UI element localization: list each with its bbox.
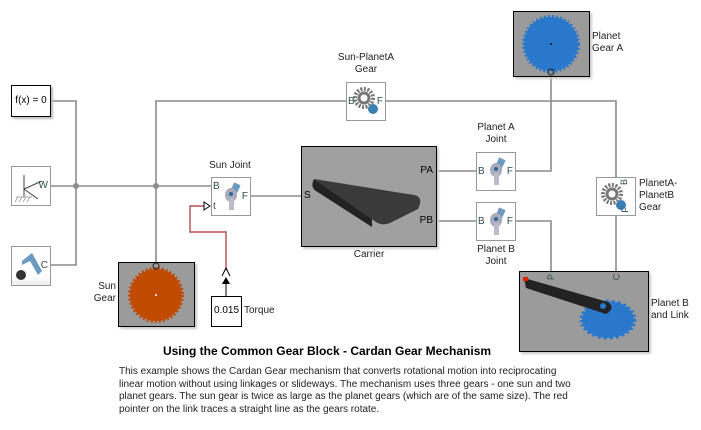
torque-constant-block[interactable]: 0.015: [211, 296, 242, 327]
label-line: Gear: [93, 293, 116, 304]
planet-b-link-block[interactable]: P C: [519, 271, 649, 352]
annotation-title: Using the Common Gear Block - Cardan Gea…: [162, 344, 492, 358]
label-line: Planet B: [651, 298, 689, 309]
constraint-block[interactable]: f(x) = 0: [11, 85, 51, 117]
port-t: t: [213, 201, 216, 212]
port-b: B: [478, 166, 485, 177]
port-b: B: [348, 96, 355, 107]
world-frame-block[interactable]: W: [11, 166, 51, 206]
revolute-joint-icon: [490, 207, 506, 235]
planet-planet-gear-block[interactable]: B F: [596, 177, 636, 216]
sun-joint-label: Sun Joint: [209, 160, 251, 171]
port-f: F: [241, 191, 248, 202]
port-b: B: [478, 216, 485, 227]
sun-joint-block[interactable]: B F t: [211, 177, 251, 216]
label-line: and Link: [651, 310, 689, 321]
port-c: C: [40, 260, 48, 271]
label-line: PlanetA-: [639, 178, 678, 189]
gears-icon: [601, 183, 626, 210]
wire-planetgear-a[interactable]: [515, 76, 552, 172]
torque-label: Torque: [244, 305, 275, 316]
sun-gear-block[interactable]: [118, 262, 195, 327]
torque-signal-line[interactable]: [189, 205, 227, 270]
world-frame-icon: [14, 175, 43, 203]
port-f: F: [619, 207, 630, 213]
label-line: Sun: [98, 281, 116, 292]
label-line: Planet A: [477, 122, 515, 133]
port-pa: PA: [420, 165, 433, 176]
planet-gear-a-image: [522, 15, 580, 76]
revolute-joint-icon: [225, 182, 241, 210]
signal-arrow-icon: [203, 201, 211, 211]
torque-value: 0.015: [213, 305, 240, 316]
planet-gear-a-block[interactable]: [513, 11, 590, 77]
port-w: W: [38, 180, 48, 191]
port-b: B: [618, 178, 629, 186]
label-line: Joint: [485, 134, 507, 145]
port-c: C: [611, 273, 622, 281]
carrier-label: Carrier: [353, 249, 385, 260]
mechanism-config-icon: [16, 253, 42, 280]
port-p: P: [546, 273, 557, 281]
junction-dot: [153, 183, 159, 189]
sun-gear-image: [128, 262, 184, 323]
planet-a-joint-block[interactable]: B F: [476, 152, 516, 191]
carrier-image: [312, 179, 421, 227]
label-line: Planet: [592, 31, 621, 42]
label-line: Gear: [354, 64, 378, 75]
port-b: B: [213, 181, 220, 192]
wire-planetb-link[interactable]: [515, 220, 552, 271]
port-f: F: [506, 216, 513, 227]
label-line: Gear: [639, 202, 662, 213]
planet-b-joint-block[interactable]: B F: [476, 202, 516, 241]
carrier-block[interactable]: S PA PB: [301, 146, 437, 247]
sun-planet-gear-block[interactable]: B F: [346, 82, 386, 121]
wire-top-bus[interactable]: [155, 100, 346, 326]
port-f: F: [506, 166, 513, 177]
label-line: Sun-PlanetA: [337, 52, 395, 63]
annotation-description: This example shows the Cardan Gear mecha…: [119, 366, 571, 415]
label-line: Joint: [485, 256, 507, 267]
torque-in-port-icon: [221, 266, 231, 277]
revolute-joint-icon: [490, 157, 506, 185]
mechanism-config-block[interactable]: C: [11, 246, 51, 286]
port-pb: PB: [419, 215, 433, 226]
junction-dot: [73, 183, 79, 189]
planet-b-link-image: [523, 277, 637, 340]
constraint-text: f(x) = 0: [15, 95, 47, 106]
label-line: PlanetB: [639, 190, 675, 201]
label-line: Planet B: [477, 244, 515, 255]
port-f: F: [376, 96, 383, 107]
gears-icon: [353, 87, 378, 114]
port-s: S: [304, 190, 311, 201]
label-line: Gear A: [592, 43, 624, 54]
torque-arrow-icon: [222, 277, 230, 284]
wire-gear-planet[interactable]: [385, 100, 617, 177]
